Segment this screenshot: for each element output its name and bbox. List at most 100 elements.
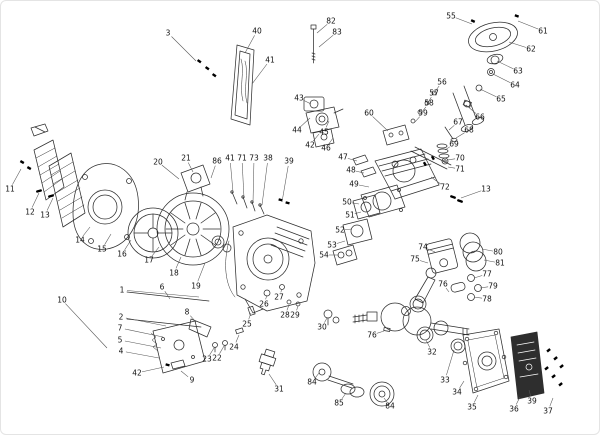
callout-label-13: 13 [40,211,50,220]
starter-pulley [127,207,179,259]
callout-label-65: 65 [496,95,506,104]
carburetor [303,96,344,148]
leader-line-59 [414,116,420,123]
cylinder-studs [230,190,290,215]
callout-label-38: 38 [263,154,273,163]
leader-line-4 [125,351,160,359]
callout-label-18: 18 [169,269,179,278]
leader-line-10 [65,303,108,349]
shroud-plate-dark [510,331,545,400]
part-sketches [16,14,569,407]
leader-line-19 [197,262,206,282]
leader-line-11 [12,168,22,185]
cylinder-head [374,148,464,204]
callout-label-68: 68 [464,126,474,135]
leader-line-14 [82,226,91,237]
fan-cover [72,163,139,250]
leader-line-62 [508,41,527,48]
callout-label-5: 5 [118,336,123,345]
leader-line-76 [376,330,385,334]
callout-label-13: 13 [481,185,491,194]
leader-line-77 [473,275,483,279]
leader-line-3 [171,36,197,62]
head-gasket [360,184,406,218]
leader-line-31 [268,373,277,385]
piston-assembly [426,232,487,301]
callout-label-7: 7 [118,324,123,333]
leader-line-74 [427,248,436,253]
callout-label-48: 48 [346,166,356,175]
callout-label-79: 79 [488,282,498,291]
leader-line-36 [515,396,521,405]
camshaft-assembly [312,362,395,407]
callout-label-34: 34 [452,388,462,397]
leader-line-23 [209,347,215,355]
callout-label-40: 40 [252,27,262,36]
callout-label-43: 43 [294,94,304,103]
leader-line-1 [126,290,200,298]
callout-label-47: 47 [338,153,348,162]
leader-line-39 [528,389,531,397]
leader-line-6 [164,291,171,300]
callout-label-49: 49 [349,180,359,189]
callout-label-78: 78 [482,295,492,304]
leader-line-24 [235,334,240,343]
leader-line-33 [446,349,455,376]
leader-line-70 [446,158,456,161]
callout-label-73: 73 [249,154,259,163]
leader-line-22 [219,345,225,354]
flywheel [156,192,230,266]
callout-label-3: 3 [166,29,171,38]
leader-line-69 [444,146,450,151]
callout-label-27: 27 [274,293,284,302]
leader-line-40 [244,35,255,54]
leader-line-20 [161,164,180,180]
leader-line-60 [372,116,389,132]
leader-line-65 [479,88,497,98]
callout-label-51: 51 [345,211,355,220]
long-bolt [310,24,317,64]
leader-line-81 [483,259,496,263]
leader-line-16 [124,239,132,250]
callout-label-6: 6 [160,283,165,292]
callout-label-22: 22 [212,354,222,363]
callout-label-59: 59 [418,109,428,118]
leader-line-18 [175,256,182,269]
leader-line-38 [261,162,268,206]
ignition-coil [180,164,211,201]
callout-label-41: 41 [265,56,275,65]
leader-line-84 [314,372,320,379]
crankcase-cover [462,328,533,394]
leader-line-43 [303,99,312,105]
callout-label-9: 9 [190,376,195,385]
callout-label-84: 84 [307,378,317,387]
callout-label-1: 1 [120,286,125,295]
leader-line-35 [473,394,479,403]
leader-line-45 [325,120,330,128]
leader-line-17 [151,246,160,257]
leader-line-66 [465,104,477,114]
callout-label-16: 16 [117,250,127,259]
leader-line-34 [459,380,465,388]
tappet [323,309,340,326]
callout-label-23: 23 [202,355,212,364]
callout-label-21: 21 [181,154,191,163]
flywheel-washers [211,235,232,253]
leader-line-67 [448,125,455,131]
callout-label-64: 64 [510,81,520,90]
leader-line-13 [460,190,482,199]
callout-label-69: 69 [449,140,459,149]
callout-label-42: 42 [305,141,315,150]
callout-label-54: 54 [319,251,329,260]
air-guide-plate-right [48,152,86,228]
callout-label-74: 74 [418,243,428,252]
leader-line-76 [445,287,450,293]
leader-line-84 [383,397,388,403]
leader-line-26 [265,294,268,300]
connecting-rod [409,267,437,313]
leader-line-29 [296,305,299,311]
leader-line-46 [328,137,334,145]
air-guide-plate-left [33,139,65,201]
